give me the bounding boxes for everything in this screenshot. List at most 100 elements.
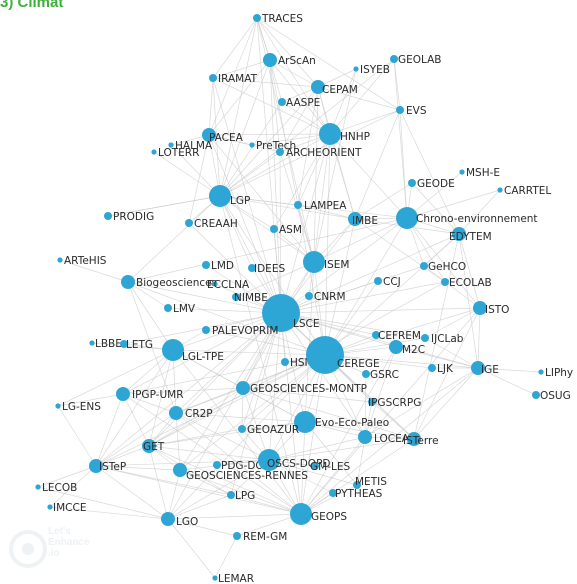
node-rem-gm[interactable]: REM-GM <box>233 531 287 543</box>
node-lpg[interactable]: LPG <box>227 490 255 502</box>
node-dot-biogeosciences[interactable] <box>121 275 135 289</box>
node-iramat[interactable]: IRAMAT <box>209 73 258 85</box>
node-idees[interactable]: IDEES <box>248 263 285 275</box>
node-dot-metis[interactable] <box>353 481 361 489</box>
node-dot-ipgscrpg[interactable] <box>368 398 376 406</box>
node-edytem[interactable]: EDYTEM <box>449 227 492 243</box>
node-dot-aaspe[interactable] <box>278 98 286 106</box>
node-dot-asm[interactable] <box>270 225 278 233</box>
node-halma[interactable]: HALMA <box>168 140 213 152</box>
node-dot-pdg-dopd[interactable] <box>213 461 221 469</box>
node-dot-pacea[interactable] <box>202 128 216 142</box>
node-ecclna[interactable]: ECCLNA <box>207 279 250 291</box>
node-cnrm[interactable]: CNRM <box>305 291 346 303</box>
node-m2c[interactable]: M2C <box>389 340 425 356</box>
node-ige[interactable]: IGE <box>471 361 499 376</box>
node-dot-cefrem[interactable] <box>372 331 380 339</box>
node-dot-hsm[interactable] <box>281 358 289 366</box>
node-palevoprim[interactable]: PALEVOPRIM <box>202 325 278 337</box>
node-lg-ens[interactable]: LG-ENS <box>55 401 101 413</box>
node-traces[interactable]: TRACES <box>253 13 303 25</box>
node-chrono-environnement[interactable]: Chrono-environnement <box>396 207 538 229</box>
node-dot-geops[interactable] <box>290 503 312 525</box>
node-ljk[interactable]: LJK <box>428 363 454 375</box>
node-lecob[interactable]: LECOB <box>35 482 77 494</box>
node-lmv[interactable]: LMV <box>164 303 196 315</box>
node-evo-eco-paleo[interactable]: Evo-Eco-Paleo <box>294 411 389 433</box>
node-dot-lgp[interactable] <box>209 185 231 207</box>
node-carrtel[interactable]: CARRTEL <box>497 185 551 197</box>
node-dot-ijclab[interactable] <box>421 334 429 342</box>
node-dot-lmv[interactable] <box>164 304 172 312</box>
node-dot-ecclna[interactable] <box>212 281 218 287</box>
node-dot-creaah[interactable] <box>185 219 193 227</box>
node-artehis[interactable]: ARTeHIS <box>57 255 107 267</box>
node-dot-lbbe[interactable] <box>89 340 95 346</box>
node-dot-lampea[interactable] <box>294 201 302 209</box>
node-lampea[interactable]: LAMPEA <box>294 200 347 212</box>
node-metis[interactable]: METIS <box>353 476 387 489</box>
node-dot-imbe[interactable] <box>348 212 362 226</box>
node-dot-ccj[interactable] <box>374 277 382 285</box>
node-lgo[interactable]: LGO <box>161 512 198 528</box>
node-dot-chrono-environnement[interactable] <box>396 207 418 229</box>
node-lemar[interactable]: LEMAR <box>212 573 254 584</box>
node-imbe[interactable]: IMBE <box>348 212 378 227</box>
node-dot-lpg[interactable] <box>227 491 235 499</box>
node-aaspe[interactable]: AASPE <box>278 97 320 109</box>
node-ipgp-umr[interactable]: IPGP-UMR <box>116 387 184 401</box>
node-hnhp[interactable]: HNHP <box>319 123 370 145</box>
node-loterr[interactable]: LOTERR <box>151 147 199 159</box>
node-msh-e[interactable]: MSH-E <box>459 167 500 179</box>
node-cefrem[interactable]: CEFREM <box>372 330 421 342</box>
node-dot-isyeb[interactable] <box>353 66 359 72</box>
node-dot-lecob[interactable] <box>35 484 41 490</box>
node-dot-gm-les[interactable] <box>311 462 319 470</box>
node-dot-ecolab[interactable] <box>441 278 449 286</box>
node-dot-idees[interactable] <box>248 264 256 272</box>
node-dot-letg[interactable] <box>120 340 128 348</box>
node-dot-pretech[interactable] <box>249 142 255 148</box>
node-geosciences-montp[interactable]: GEOSCIENCES-MONTP <box>236 381 367 395</box>
node-dot-cerege[interactable] <box>306 336 344 374</box>
node-dot-cr2p[interactable] <box>169 406 183 420</box>
node-dot-arscan[interactable] <box>263 53 277 67</box>
node-lgp[interactable]: LGP <box>209 185 250 207</box>
node-pytheas[interactable]: PYTHEAS <box>329 488 383 500</box>
node-dot-nimbe[interactable] <box>232 293 240 301</box>
node-geolab[interactable]: GEOLAB <box>390 54 442 66</box>
node-dot-loterr[interactable] <box>151 149 157 155</box>
node-geode[interactable]: GEODE <box>408 178 455 190</box>
node-dot-imcce[interactable] <box>47 504 53 510</box>
node-dot-edytem[interactable] <box>452 227 466 241</box>
node-dot-lmd[interactable] <box>202 261 210 269</box>
node-dot-istep[interactable] <box>89 459 103 473</box>
node-dot-lg-ens[interactable] <box>55 403 61 409</box>
node-isem[interactable]: ISEM <box>303 251 349 273</box>
node-ipgscrpg[interactable]: IPGSCRPG <box>368 397 421 409</box>
node-geosciences-rennes[interactable]: GEOSCIENCES-RENNES <box>173 463 308 482</box>
node-prodig[interactable]: PRODIG <box>104 211 154 223</box>
node-dot-evs[interactable] <box>396 106 404 114</box>
node-ijclab[interactable]: IJCLab <box>421 333 464 345</box>
node-arscan[interactable]: ArScAn <box>263 53 316 67</box>
node-get[interactable]: GET <box>142 439 165 453</box>
node-dot-iramat[interactable] <box>209 74 217 82</box>
node-dot-pytheas[interactable] <box>329 489 337 497</box>
node-dot-geosciences-montp[interactable] <box>236 381 250 395</box>
node-imcce[interactable]: IMCCE <box>47 502 86 514</box>
node-locean[interactable]: LOCEAN <box>358 430 417 445</box>
node-ecolab[interactable]: ECOLAB <box>441 277 492 289</box>
node-dot-locean[interactable] <box>358 430 372 444</box>
node-creaah[interactable]: CREAAH <box>185 218 238 230</box>
node-gm-les[interactable]: GM-LES <box>310 461 350 473</box>
node-dot-rem-gm[interactable] <box>233 532 241 540</box>
node-isto[interactable]: ISTO <box>473 301 509 316</box>
node-dot-artehis[interactable] <box>57 257 63 263</box>
node-dot-archeorient[interactable] <box>276 148 284 156</box>
node-archeorient[interactable]: ARCHEORIENT <box>276 147 362 159</box>
node-dot-carrtel[interactable] <box>497 187 503 193</box>
node-dot-geoazur[interactable] <box>238 425 246 433</box>
node-istep[interactable]: ISTeP <box>89 459 126 473</box>
node-dot-geolab[interactable] <box>390 55 398 63</box>
